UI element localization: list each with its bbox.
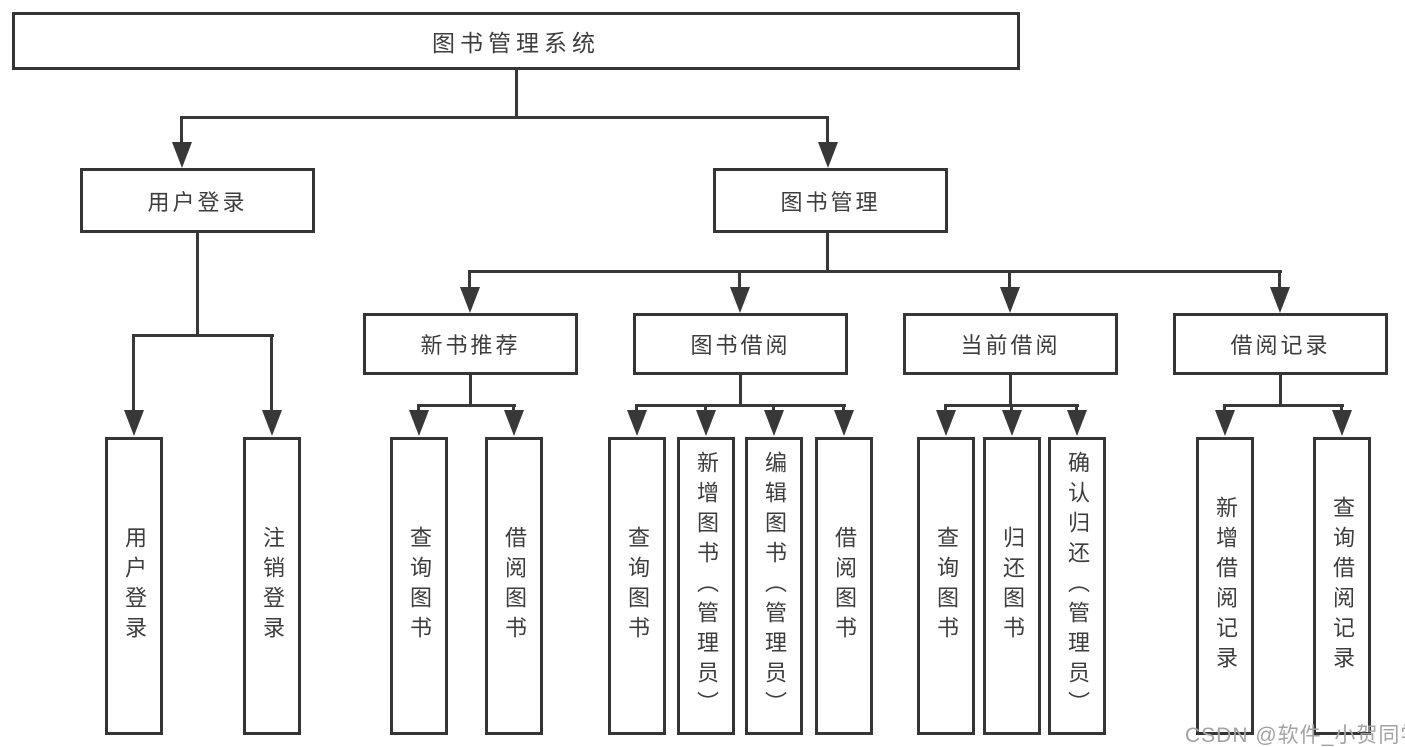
arrow-down-icon (627, 410, 647, 436)
node-current-borrow: 当前借阅 (903, 313, 1118, 375)
node-label: 用户登录 (122, 526, 147, 646)
node-label: 当前借阅 (960, 333, 1061, 358)
node-label: 新增图书（管理员） (694, 451, 719, 721)
connector-line (1340, 404, 1343, 414)
node-root: 图书管理系统 (12, 12, 1020, 70)
arrow-down-icon (1332, 410, 1352, 436)
connector-line (826, 116, 829, 146)
node-label: 新书推荐 (420, 333, 521, 358)
node-label: 用户登录 (147, 189, 248, 215)
node-label: 借阅记录 (1230, 333, 1331, 358)
connector-line (826, 232, 829, 273)
connector-line (1223, 404, 1344, 407)
connector-line (635, 404, 638, 414)
leaf-borrow-edit-books-admin: 编辑图书（管理员） (745, 437, 803, 735)
connector-line (417, 404, 420, 414)
node-label: 查询图书 (625, 526, 650, 646)
arrow-down-icon (818, 142, 838, 168)
connector-line (196, 232, 199, 337)
arrow-down-icon (1002, 410, 1022, 436)
leaf-borrow-borrow-books: 借阅图书 (815, 437, 873, 735)
leaf-user-login: 用户登录 (105, 437, 163, 735)
connector-line (739, 374, 742, 407)
arrow-down-icon (262, 410, 282, 436)
connector-line (515, 69, 518, 119)
node-book-borrow: 图书借阅 (633, 313, 848, 375)
arrow-down-icon (730, 287, 750, 313)
arrow-down-icon (409, 410, 429, 436)
node-label: 查询图书 (934, 526, 959, 646)
connector-line (842, 404, 845, 414)
node-label: 注销登录 (260, 526, 285, 646)
leaf-current-query-books: 查询图书 (917, 437, 975, 735)
connector-line (132, 334, 135, 414)
node-label: 编辑图书（管理员） (762, 451, 787, 721)
connector-line (1010, 404, 1013, 414)
node-label: 借阅图书 (502, 526, 527, 646)
arrow-down-icon (1000, 287, 1020, 313)
connector-line (417, 404, 516, 407)
connector-line (512, 404, 515, 414)
connector-line (1278, 270, 1281, 290)
leaf-newbook-query-books: 查询图书 (390, 437, 448, 735)
node-new-book-recommend: 新书推荐 (363, 313, 578, 375)
connector-line (1279, 374, 1282, 407)
arrow-down-icon (1067, 410, 1087, 436)
arrow-down-icon (460, 287, 480, 313)
arrow-down-icon (764, 410, 784, 436)
connector-line (1223, 404, 1226, 414)
arrow-down-icon (834, 410, 854, 436)
leaf-current-confirm-return-admin: 确认归还（管理员） (1048, 437, 1106, 735)
node-user-login: 用户登录 (80, 168, 315, 233)
connector-line (469, 374, 472, 407)
connector-line (1009, 374, 1012, 407)
arrow-down-icon (936, 410, 956, 436)
connector-line (270, 334, 273, 414)
leaf-newbook-borrow-books: 借阅图书 (485, 437, 543, 735)
node-label: 新增借阅记录 (1213, 496, 1238, 676)
node-label: 借阅图书 (832, 526, 857, 646)
leaf-records-query-record: 查询借阅记录 (1313, 437, 1371, 735)
connector-line (738, 270, 741, 290)
arrow-down-icon (1215, 410, 1235, 436)
leaf-current-return-books: 归还图书 (983, 437, 1041, 735)
connector-line (1008, 270, 1011, 290)
arrow-down-icon (1270, 287, 1290, 313)
connector-line (468, 270, 471, 290)
node-label: 图书借阅 (690, 333, 791, 358)
node-borrow-records: 借阅记录 (1173, 313, 1388, 375)
connector-line (180, 116, 183, 146)
node-label: 查询图书 (407, 526, 432, 646)
connector-line (772, 404, 775, 414)
connector-line (132, 334, 274, 337)
leaf-borrow-query-books: 查询图书 (608, 437, 666, 735)
node-label: 查询借阅记录 (1330, 496, 1355, 676)
connector-line (944, 404, 947, 414)
node-label: 归还图书 (1000, 526, 1025, 646)
node-label: 确认归还（管理员） (1065, 451, 1090, 721)
arrow-down-icon (124, 410, 144, 436)
arrow-down-icon (504, 410, 524, 436)
leaf-logout: 注销登录 (243, 437, 301, 735)
connector-line (704, 404, 707, 414)
connector-line (1075, 404, 1078, 414)
node-label: 图书管理 (780, 189, 881, 215)
leaf-records-add-record: 新增借阅记录 (1196, 437, 1254, 735)
arrow-down-icon (696, 410, 716, 436)
connector-line (468, 270, 1282, 273)
connector-line (180, 116, 829, 119)
arrow-down-icon (172, 142, 192, 168)
connector-line (635, 404, 846, 407)
node-label: 图书管理系统 (432, 30, 600, 56)
leaf-borrow-add-books-admin: 新增图书（管理员） (677, 437, 735, 735)
watermark: CSDN @软件_小贺同学 (1185, 724, 1405, 747)
node-book-management: 图书管理 (713, 168, 948, 233)
